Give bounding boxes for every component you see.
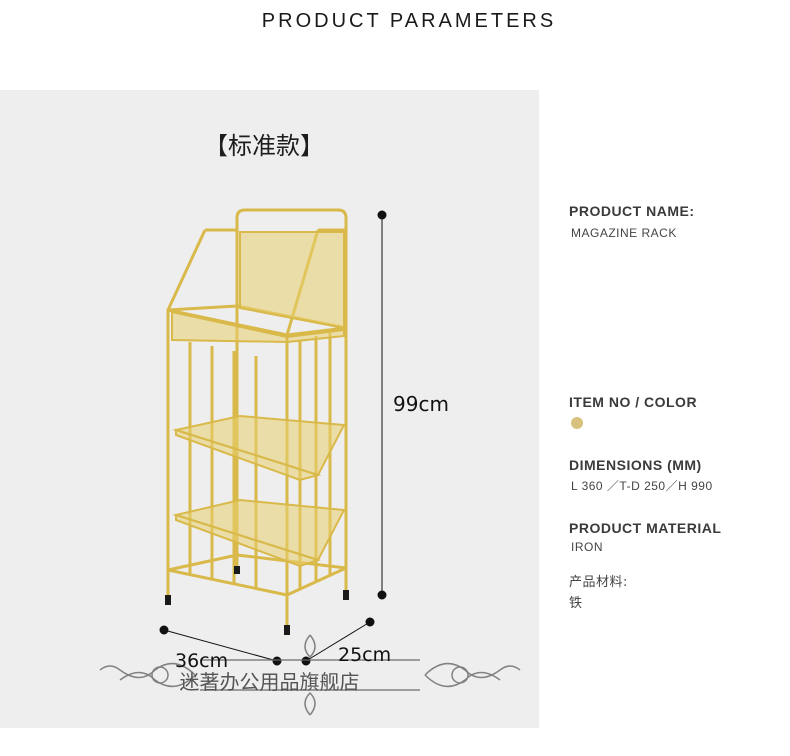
material-heading: PRODUCT MATERIAL bbox=[569, 520, 722, 536]
product-name-value: MAGAZINE RACK bbox=[571, 226, 677, 240]
color-swatch bbox=[571, 417, 583, 429]
depth-dimension-label: 25cm bbox=[338, 644, 392, 666]
variant-label: 【标准款】 bbox=[204, 132, 324, 160]
material-value: IRON bbox=[571, 540, 603, 554]
material-cn-heading: 产品材料: bbox=[569, 575, 628, 590]
product-photo-panel: 【标准款】 bbox=[0, 90, 539, 728]
page-title: PRODUCT PARAMETERS bbox=[261, 10, 557, 32]
height-dimension-label: 99cm bbox=[393, 392, 449, 416]
material-cn-value: 铁 bbox=[569, 596, 583, 611]
dimensions-heading: DIMENSIONS (MM) bbox=[569, 457, 702, 473]
item-color-heading: ITEM NO / COLOR bbox=[569, 394, 698, 410]
dimensions-value: L 360 ／T-D 250／H 990 bbox=[571, 479, 713, 493]
magazine-rack-image bbox=[99, 208, 521, 716]
store-watermark: 迷著办公用品旗舰店 bbox=[179, 670, 360, 694]
width-dimension-label: 36cm bbox=[175, 650, 229, 672]
product-name-heading: PRODUCT NAME: bbox=[569, 203, 695, 219]
